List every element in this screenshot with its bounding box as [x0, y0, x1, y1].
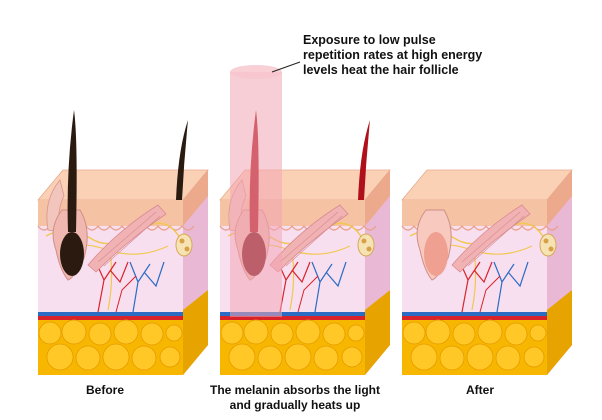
fat-cell [523, 346, 545, 368]
muscle-fibers [461, 211, 525, 267]
fat-cell [46, 343, 74, 371]
fat-cell [38, 321, 62, 345]
fat-cell [270, 322, 294, 346]
hair-shaft-main [67, 110, 77, 232]
fat-cell [220, 321, 244, 345]
fat-cell [159, 346, 181, 368]
caption-middle-line-2: and gradually heats up [229, 398, 361, 412]
epidermis-side-face [547, 170, 572, 226]
fat-side-face [183, 290, 208, 375]
fat-cell [425, 319, 451, 345]
vessel-band-blue [220, 312, 365, 316]
epidermis-side-face [365, 170, 390, 226]
fat-cell [295, 319, 321, 345]
sweat-gland [539, 233, 557, 257]
sweat-gland [357, 233, 375, 257]
fat-cell [529, 324, 547, 342]
fat-cell [228, 343, 256, 371]
fat-cell [75, 345, 101, 371]
vessel-band-blue [38, 312, 183, 316]
hair-shaft-right [176, 120, 188, 200]
fat-cell [477, 319, 503, 345]
vessel-band-red [38, 316, 183, 320]
laser-beam [230, 72, 282, 317]
fat-cell [140, 322, 164, 346]
fat-cell [284, 343, 312, 371]
vessel-band-red [402, 316, 547, 320]
vessel-band-blue [402, 312, 547, 316]
fat-cell [61, 319, 87, 345]
fat-side-face [365, 290, 390, 375]
laser-annotation: Exposure to low pulse repetition rates a… [303, 33, 518, 78]
annotation-line-2: repetition rates at high energy [303, 48, 483, 62]
empty-follicle-bulb [424, 232, 448, 276]
blood-vessel-red [297, 275, 319, 313]
fat-cell [257, 345, 283, 371]
laser-beam-top [230, 65, 282, 79]
annotation-line-3: levels heat the hair follicle [303, 63, 459, 77]
hair-shaft-right [358, 120, 370, 200]
sweat-gland-lobe [361, 238, 367, 244]
caption-middle-line-1: The melanin absorbs the light [209, 383, 381, 397]
fat-cell [88, 322, 112, 346]
fat-cell [313, 345, 339, 371]
fat-cell [504, 322, 528, 346]
arrector-muscle [451, 204, 531, 273]
fat-cell [341, 346, 363, 368]
fat-cell [243, 319, 269, 345]
annotation-line-1: Exposure to low pulse [303, 33, 436, 47]
blood-vessel-red [479, 275, 501, 313]
fat-cell [439, 345, 465, 371]
blood-vessel-blue [129, 261, 165, 313]
sweat-gland-lobe [366, 246, 372, 252]
skin-block-during [219, 65, 391, 375]
sweat-gland-lobe [184, 246, 190, 252]
fat-cell [466, 343, 494, 371]
fat-cell [322, 322, 346, 346]
fat-side-face [547, 290, 572, 375]
fat-cell [495, 345, 521, 371]
annotation-pointer [271, 61, 301, 73]
sweat-gland-lobe [179, 238, 185, 244]
caption-before: Before [85, 383, 124, 397]
blood-vessel-blue [493, 261, 529, 313]
skin-block-after [401, 169, 573, 375]
muscle-fibers [279, 211, 343, 267]
fat-cell [347, 324, 365, 342]
fat-cell [113, 319, 139, 345]
sweat-gland-lobe [548, 246, 554, 252]
fat-cell [410, 343, 438, 371]
skin-top-surface [401, 169, 573, 201]
arrector-muscle [269, 204, 349, 273]
epidermis-side-face [183, 170, 208, 226]
fat-cell [402, 321, 426, 345]
fat-cell [102, 343, 130, 371]
blood-vessel-red [115, 275, 137, 313]
arrector-muscle [87, 204, 167, 273]
blood-vessel-blue [311, 261, 347, 313]
sweat-gland-lobe [543, 238, 549, 244]
fat-cell [165, 324, 183, 342]
sweat-gland [175, 233, 193, 257]
muscle-fibers [97, 211, 161, 267]
caption-after: After [465, 383, 494, 397]
vessel-band-red [220, 316, 365, 320]
fat-cell [452, 322, 476, 346]
skin-block-before [37, 110, 209, 375]
fat-cell [131, 345, 157, 371]
hair-follicle-bulb [60, 232, 84, 276]
